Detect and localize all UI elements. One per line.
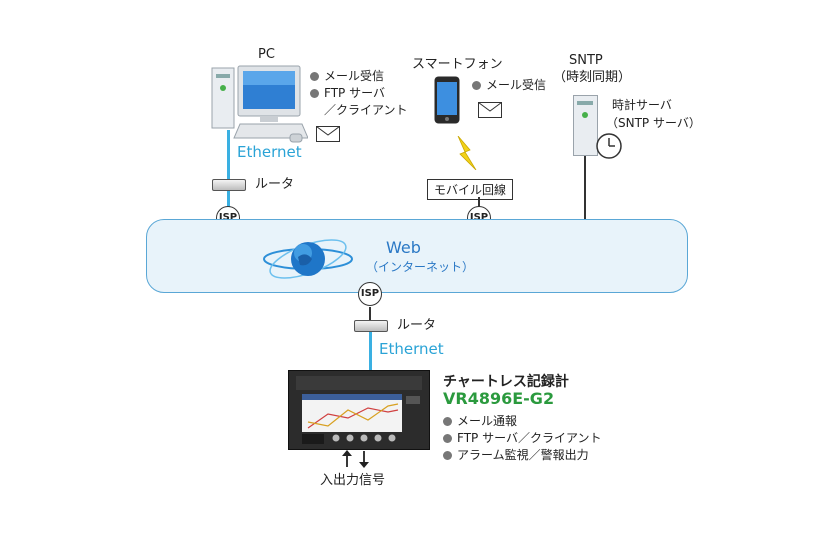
pc-feature-list: メール受信 FTP サーバ ／クライアント [310, 68, 408, 119]
internet-cloud [146, 219, 688, 293]
pc-feature-item: メール受信 [310, 68, 408, 85]
bullet-icon [443, 434, 452, 443]
product-feature-item: FTP サーバ／クライアント [443, 430, 601, 447]
sntp-label: SNTP [569, 53, 603, 68]
router-bottom [354, 320, 388, 332]
pc-ethernet-line [227, 130, 230, 209]
product-model: VR4896E-G2 [443, 389, 555, 408]
sntp-sublabel: （時刻同期） [553, 70, 632, 85]
product-title: チャートレス記録計 [443, 374, 569, 390]
clock-icon [596, 133, 622, 163]
bullet-icon [310, 89, 319, 98]
bullet-icon [472, 81, 481, 90]
ethernet-label-top: Ethernet [237, 143, 302, 161]
product-feature-item: メール通報 [443, 413, 601, 430]
smartphone-label: スマートフォン [412, 57, 503, 72]
lightning-icon [454, 135, 478, 174]
ethernet-label-bottom: Ethernet [379, 340, 444, 358]
time-server-sublabel: （SNTP サーバ） [606, 116, 701, 130]
envelope-icon [478, 102, 502, 122]
pc-feature-item: ／クライアント [324, 103, 408, 117]
pc-feature-item: FTP サーバ [310, 85, 408, 102]
sntp-line [584, 156, 586, 220]
bullet-icon [443, 451, 452, 460]
io-signal-label: 入出力信号 [320, 473, 386, 488]
globe-icon [262, 233, 354, 289]
product-feature-list: メール通報 FTP サーバ／クライアント アラーム監視／警報出力 [443, 413, 601, 464]
mobile-line [478, 197, 480, 209]
bottom-line [369, 307, 371, 322]
io-arrows-icon [339, 450, 373, 472]
bottom-ethernet-line [369, 332, 372, 370]
pc-computer-icon [210, 62, 309, 146]
time-server-icon [573, 95, 601, 161]
pc-label: PC [258, 47, 275, 62]
smartphone-feature-list: メール受信 [472, 77, 546, 94]
product-feature-item: アラーム監視／警報出力 [443, 447, 601, 464]
web-title: Web [386, 238, 421, 257]
smartphone-feature-item: メール受信 [472, 77, 546, 94]
router-top [212, 179, 246, 191]
envelope-icon [316, 126, 340, 146]
router-top-label: ルータ [255, 177, 295, 192]
bullet-icon [443, 417, 452, 426]
web-subtitle: （インターネット） [366, 260, 475, 274]
smartphone-icon [434, 76, 460, 128]
isp-bottom: ISP [358, 282, 382, 306]
recorder-device-icon [288, 370, 430, 454]
router-bottom-label: ルータ [397, 318, 437, 333]
time-server-label: 時計サーバ [612, 98, 672, 112]
mobile-line-label: モバイル回線 [427, 179, 514, 200]
bullet-icon [310, 72, 319, 81]
